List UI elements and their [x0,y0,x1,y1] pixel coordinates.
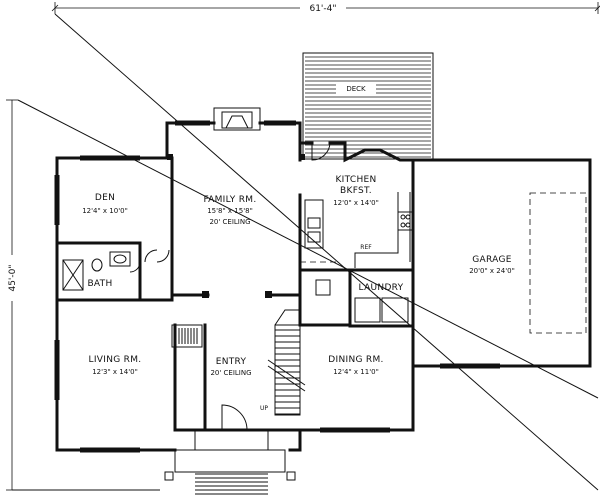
dimension-left: 45'-0" [4,99,20,491]
family-room-note: 20' CEILING [209,218,250,226]
interior-walls [55,156,415,432]
dining-room-size: 12'4" x 11'0" [333,368,379,376]
den-size: 12'4" x 10'0" [82,207,128,215]
laundry-name: LAUNDRY [359,283,404,293]
living-fireplace [171,324,203,348]
dining-room-name: DINING RM. [328,355,383,365]
overall-width-label: 61'-4" [309,4,336,14]
doors [129,142,331,431]
living-room-size: 12'3" x 14'0" [92,368,138,376]
columns [167,154,305,298]
family-room-name: FAMILY RM. [204,195,257,205]
dimension-top: 61'-4" [51,1,600,14]
kitchen-size: 12'0" x 14'0" [333,199,379,207]
front-porch [164,430,296,495]
garage-size: 20'0" x 24'0" [469,267,515,275]
room-labels: FAMILY RM. 15'8" x 15'8" 20' CEILING KIT… [82,175,515,412]
up-tag: UP [260,405,268,412]
entry-name: ENTRY [216,357,247,367]
ref-tag: REF [360,244,372,251]
bath-name: BATH [87,279,112,289]
kitchen-name2: BKFST. [340,186,372,196]
windows [54,120,500,453]
garage-name: GARAGE [472,255,511,265]
entry-note: 20' CEILING [210,369,251,377]
den-name: DEN [95,193,115,203]
garage-door [529,192,587,334]
reference-lines [12,13,599,491]
bath-fixtures [62,251,131,291]
kitchen-fixtures [300,192,413,323]
living-room-name: LIVING RM. [89,355,142,365]
deck-label: DECK [346,85,366,93]
kitchen-name: KITCHEN [335,175,376,185]
overall-depth-label: 45'-0" [8,264,18,291]
family-room-size: 15'8" x 15'8" [207,207,253,215]
deck: DECK [302,52,434,160]
stairs [267,309,306,416]
